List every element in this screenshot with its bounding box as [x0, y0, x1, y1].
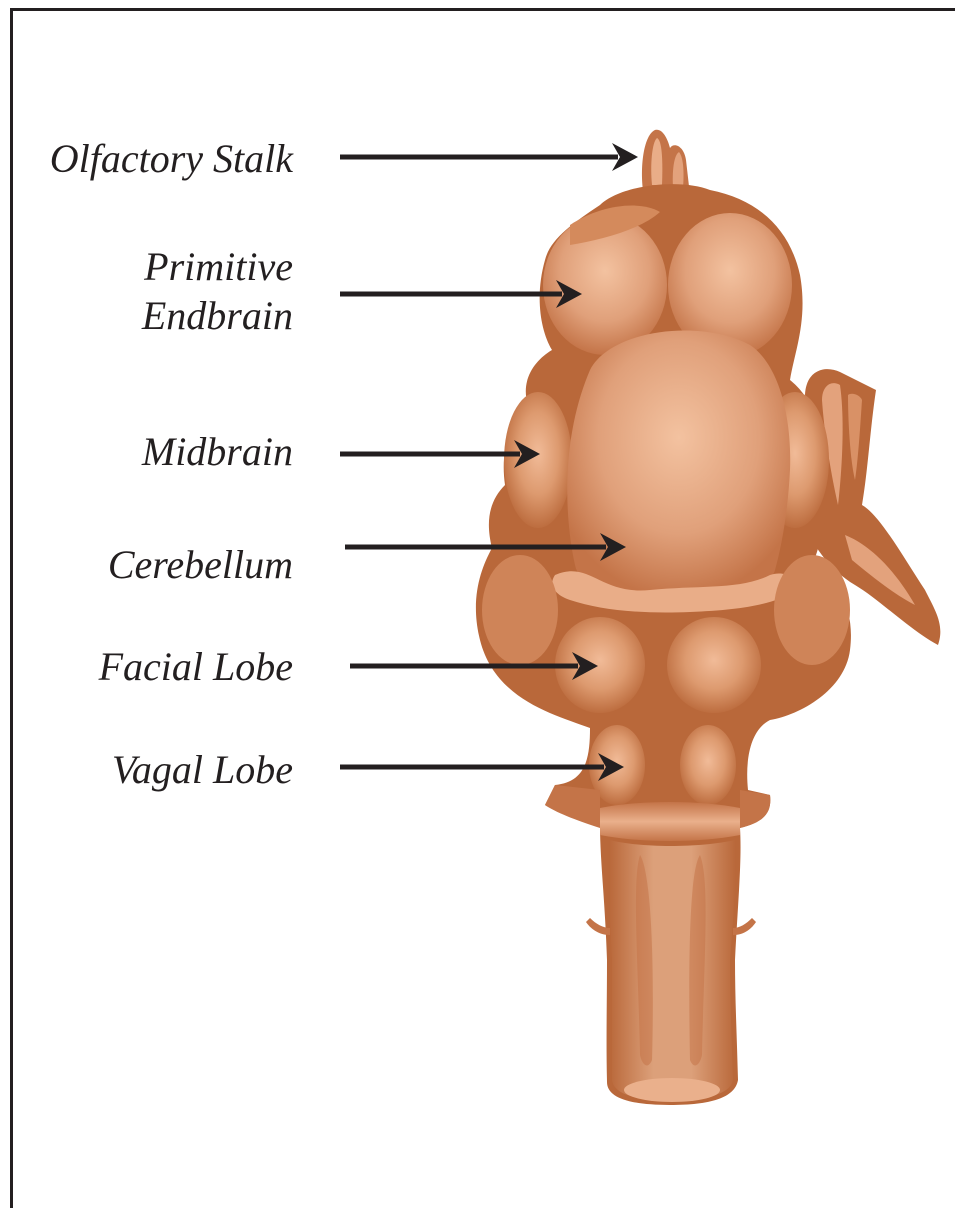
- fish-brain-diagram: Olfactory Stalk Primitive Endbrain Midbr…: [0, 0, 955, 1156]
- brain-illustration: [476, 130, 940, 1105]
- cerebellum-shape: [567, 330, 790, 598]
- arrow-olfactory-stalk: [340, 143, 638, 171]
- medulla-band: [600, 802, 740, 841]
- lateral-lobe-left: [482, 555, 558, 665]
- label-olfactory-stalk: Olfactory Stalk: [50, 136, 295, 181]
- labels: Olfactory Stalk Primitive Endbrain Midbr…: [50, 136, 295, 792]
- lateral-lobe-right: [774, 555, 850, 665]
- vagal-lobe-right: [680, 725, 736, 805]
- label-primitive-endbrain-line2: Endbrain: [141, 293, 293, 338]
- midbrain-left-lobe: [504, 392, 572, 528]
- label-vagal-lobe: Vagal Lobe: [112, 747, 293, 792]
- label-cerebellum: Cerebellum: [108, 542, 293, 587]
- vagal-flap-right: [740, 790, 770, 828]
- spinal-cord-end: [624, 1078, 720, 1102]
- label-primitive-endbrain-line1: Primitive: [143, 244, 293, 289]
- facial-lobe-right: [667, 617, 761, 713]
- label-midbrain: Midbrain: [141, 429, 293, 474]
- spinal-cord-shape: [609, 840, 735, 1100]
- vagal-flap-left: [545, 785, 600, 828]
- label-facial-lobe: Facial Lobe: [98, 644, 293, 689]
